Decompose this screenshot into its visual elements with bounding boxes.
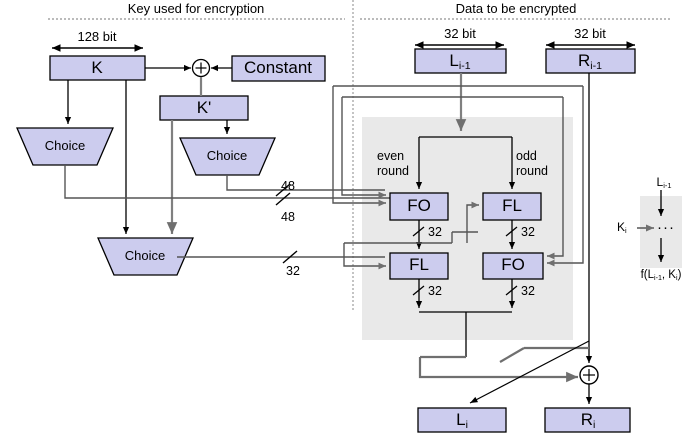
bus-tick-48-top [275, 183, 291, 197]
constant-box-shape [231, 55, 326, 82]
wire-choice1-to-bus48b [64, 165, 390, 199]
tick-fo-even [412, 226, 425, 237]
wire-round-out-to-xor [418, 346, 589, 383]
wire-L-split [415, 73, 516, 189]
wire-feedback-inner [341, 96, 564, 260]
fo-even-top-shape [389, 192, 449, 221]
fo-odd-bot-shape [482, 252, 544, 280]
legend-arrows [637, 190, 665, 262]
final-xor-node [579, 365, 599, 385]
output-left-box-shape [417, 407, 507, 433]
tick-fl-odd [505, 226, 518, 237]
wire-feedback-fl-even-input [343, 242, 452, 270]
wire-cross-to-output-left [469, 340, 590, 404]
kprime-box-shape [159, 95, 249, 121]
choice-3-shape [97, 237, 194, 276]
wire-choice2-to-bus48a [226, 175, 385, 191]
wire-bottom-merge [415, 279, 516, 357]
input-right-box-shape [545, 48, 636, 74]
input-left-box-shape [414, 48, 507, 74]
choice-1-shape [16, 127, 114, 166]
fl-even-bot-shape [389, 252, 449, 280]
wire-fo-even-cross-to-fl-odd [451, 201, 479, 243]
wire-feedback-outer [332, 85, 584, 267]
output-right-box-shape [544, 407, 631, 433]
k-box-shape [49, 55, 146, 81]
bus-tick-32 [282, 250, 298, 264]
fl-odd-top-shape [482, 192, 542, 221]
key-xor-node [191, 58, 211, 78]
choice-2-shape [179, 137, 276, 176]
bus-tick-48-bottom [275, 192, 291, 206]
